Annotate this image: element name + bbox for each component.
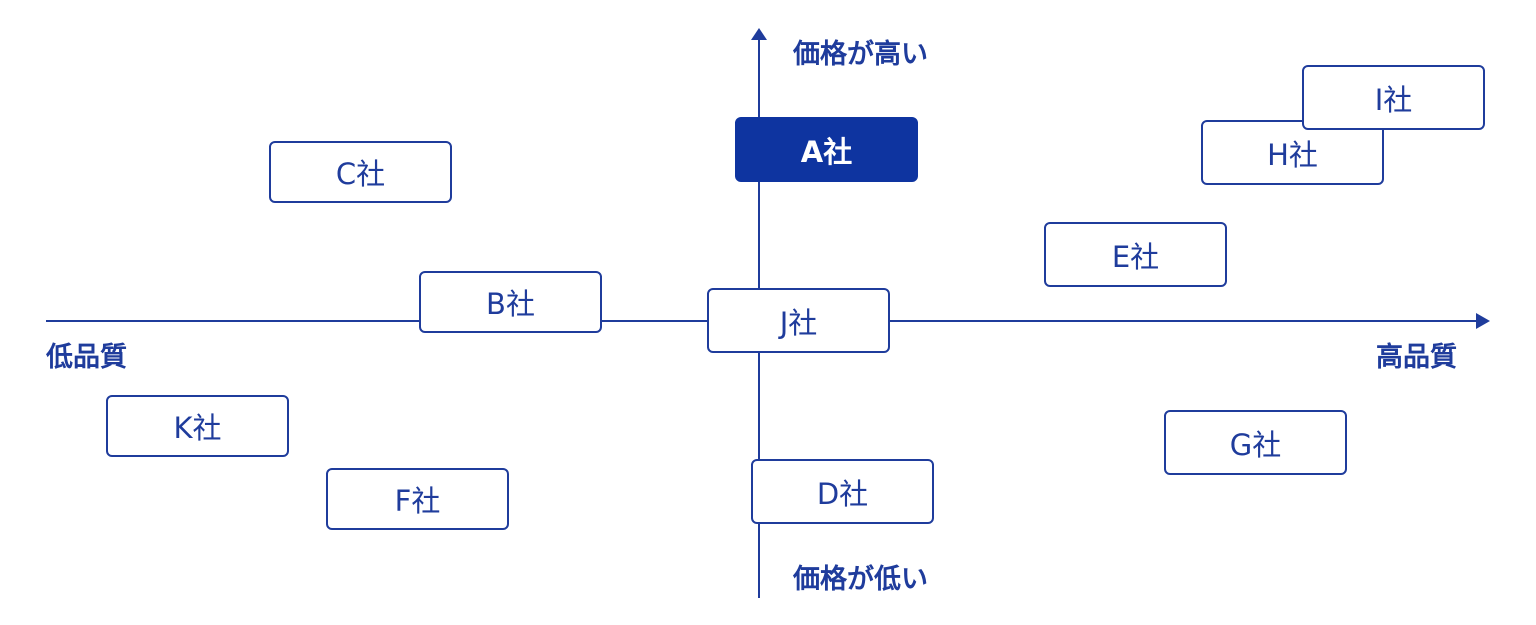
axis-label-left: 低品質 <box>46 342 127 373</box>
axis-label-bottom: 価格が低い <box>793 564 928 595</box>
axis-label-right: 高品質 <box>1376 342 1457 373</box>
company-box-g: G社 <box>1164 410 1347 475</box>
company-box-k: K社 <box>106 395 289 457</box>
company-box-e: E社 <box>1044 222 1227 287</box>
horizontal-axis-arrowhead <box>1476 313 1490 329</box>
company-box-i: I社 <box>1302 65 1485 130</box>
company-box-a: A社 <box>735 117 918 182</box>
vertical-axis-arrowhead <box>751 28 767 40</box>
company-box-b: B社 <box>419 271 602 333</box>
company-box-j: J社 <box>707 288 890 353</box>
company-box-c: C社 <box>269 141 452 203</box>
company-box-f: F社 <box>326 468 509 530</box>
axis-label-top: 価格が高い <box>793 39 928 70</box>
company-box-d: D社 <box>751 459 934 524</box>
company-box-h: H社 <box>1201 120 1384 185</box>
